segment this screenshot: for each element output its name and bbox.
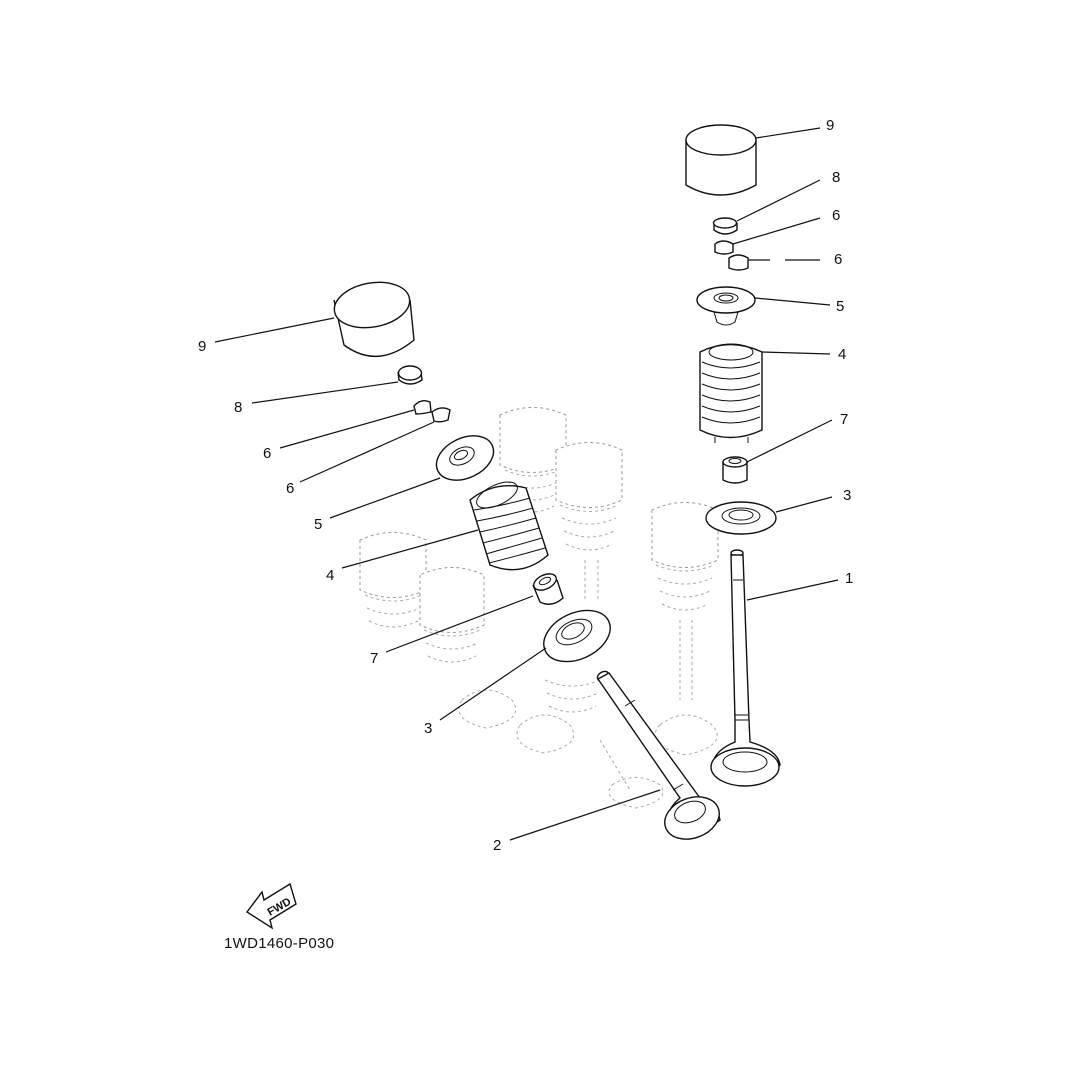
callout-left-5: 5 xyxy=(314,516,322,533)
callout-right-7: 7 xyxy=(840,411,848,428)
valve-retainer-left xyxy=(435,435,495,481)
callout-right-6a: 6 xyxy=(832,207,840,224)
drawing-code: 1WD1460-P030 xyxy=(224,935,334,952)
callout-right-5: 5 xyxy=(836,298,844,315)
callout-right-9: 9 xyxy=(826,117,834,134)
callout-labels: 9 8 6 6 5 4 7 3 1 9 8 6 6 5 4 7 3 2 xyxy=(198,117,853,854)
callout-left-6b: 6 xyxy=(286,480,294,497)
valve-lifter-left xyxy=(333,281,415,357)
valve-lifter-right xyxy=(685,124,757,196)
intake-valve xyxy=(710,549,781,787)
callout-right-6b: 6 xyxy=(834,251,842,268)
adjusting-pad-left xyxy=(397,365,423,385)
valve-spring-right xyxy=(699,343,763,443)
fwd-arrow-icon: FWD xyxy=(245,882,297,930)
valve-cotter-left xyxy=(413,399,451,423)
callout-right-4: 4 xyxy=(838,346,846,363)
callout-right-3: 3 xyxy=(843,487,851,504)
valve-spring-left xyxy=(469,481,549,571)
callout-right-1: 1 xyxy=(845,570,853,587)
callout-left-8: 8 xyxy=(234,399,242,416)
adjusting-pad-right xyxy=(712,217,738,235)
valve-stem-seal-right xyxy=(722,456,748,484)
valve-retainer-right xyxy=(696,286,756,326)
valve-cotter-right xyxy=(714,240,749,271)
ghost-assemblies xyxy=(359,407,719,809)
callout-left-6a: 6 xyxy=(263,445,271,462)
spring-seat-right xyxy=(705,501,777,535)
callout-left-2: 2 xyxy=(493,837,501,854)
callout-right-8: 8 xyxy=(832,169,840,186)
callout-left-9: 9 xyxy=(198,338,206,355)
right-valve-assembly xyxy=(685,124,781,787)
spring-seat-left xyxy=(543,609,611,663)
valve-stem-seal-left xyxy=(532,573,564,605)
callout-left-3: 3 xyxy=(424,720,432,737)
callout-left-4: 4 xyxy=(326,567,334,584)
callout-left-7: 7 xyxy=(370,650,378,667)
leader-lines xyxy=(214,127,839,841)
exhaust-valve xyxy=(596,670,721,840)
left-valve-assembly xyxy=(333,281,721,840)
